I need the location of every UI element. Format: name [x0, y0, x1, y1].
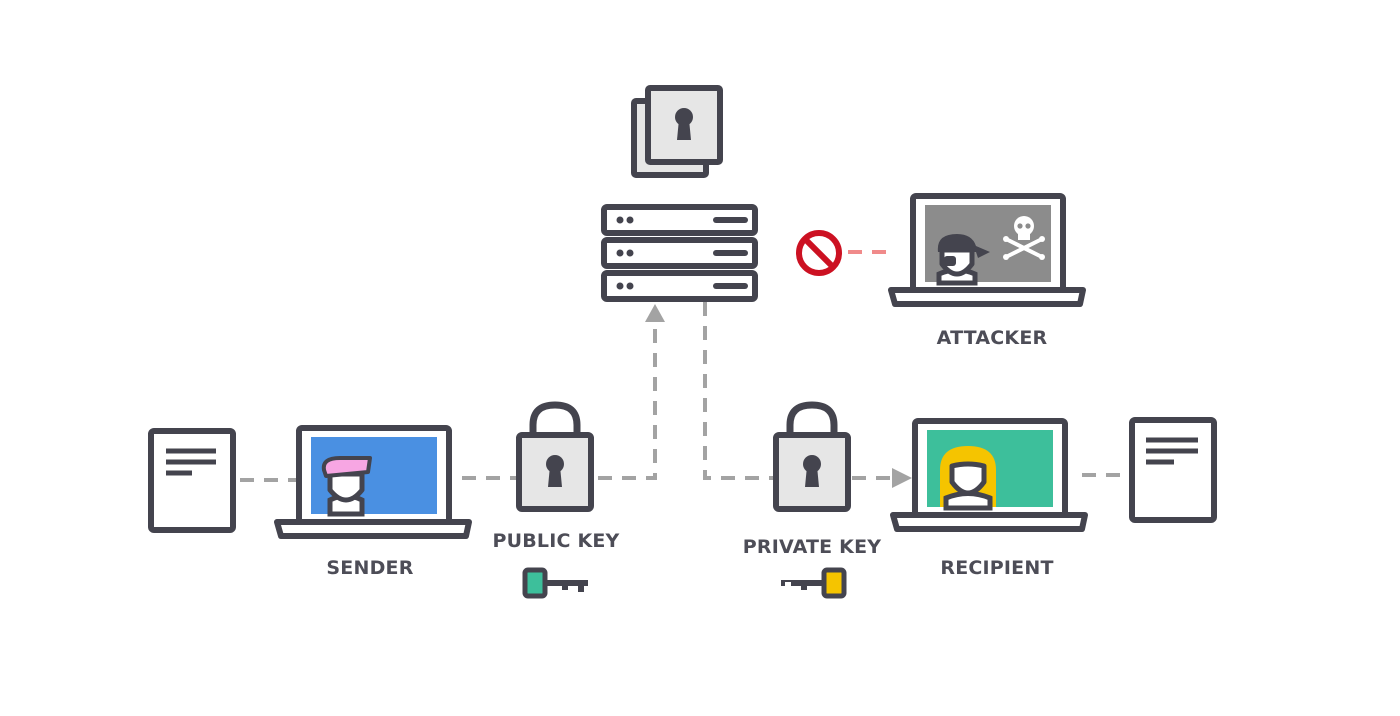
sender-label: SENDER: [326, 557, 413, 579]
skull-crossbones-icon: [1003, 216, 1045, 260]
attacker-label: ATTACKER: [937, 327, 1048, 349]
laptop-base: [888, 287, 1086, 307]
sender-avatar: [321, 456, 372, 517]
sender-hair: [321, 456, 372, 478]
public-key-label: PUBLIC KEY: [492, 530, 619, 552]
recipient-laptop: [890, 418, 1088, 532]
connector-server-to-private-lock: [703, 302, 774, 480]
no-entry-icon: [796, 230, 842, 276]
connector-arrowhead-up: [645, 304, 665, 322]
connector-public-lock-to-server: [598, 322, 657, 480]
private-key-label: PRIVATE KEY: [743, 536, 882, 558]
recipient-label: RECIPIENT: [940, 557, 1053, 579]
server-icon: [601, 204, 758, 302]
connector-arrowhead-right: [892, 468, 912, 488]
connectors: [240, 250, 1128, 488]
sender-laptop: [274, 425, 472, 539]
laptop-base: [274, 519, 472, 539]
attacker-avatar: [936, 234, 990, 286]
recipient-avatar: [940, 446, 996, 511]
stacked-locked-documents-icon: [631, 85, 723, 178]
attacker-laptop: [888, 193, 1086, 307]
padlock-icon: [516, 401, 594, 512]
document-icon: [148, 428, 236, 533]
padlock-icon: [773, 401, 851, 512]
document-icon: [1129, 417, 1217, 523]
private-key-icon: [781, 567, 847, 599]
public-key-icon: [522, 567, 588, 599]
laptop-base: [890, 512, 1088, 532]
